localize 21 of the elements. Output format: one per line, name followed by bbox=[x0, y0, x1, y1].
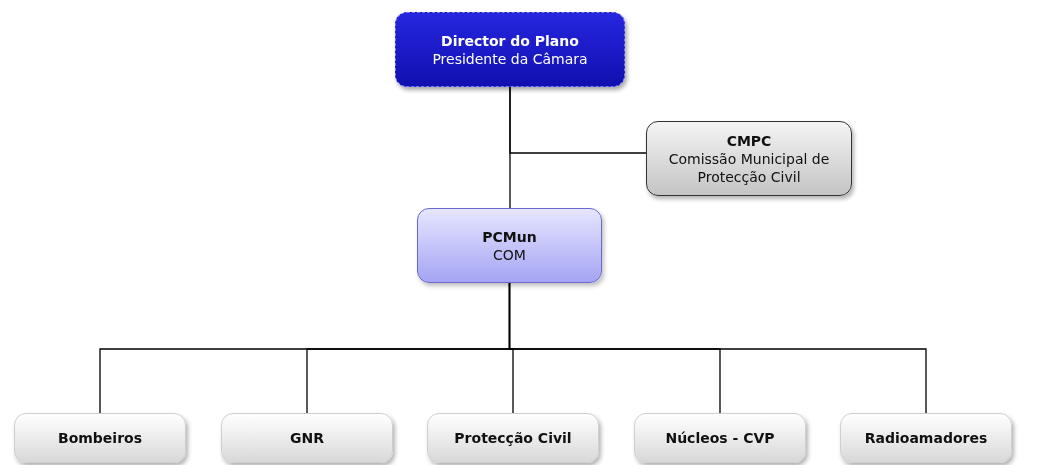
org-box bbox=[417, 208, 602, 283]
connector-line bbox=[508, 282, 927, 414]
org-box bbox=[646, 121, 852, 196]
box-title: Núcleos - CVP bbox=[665, 429, 775, 447]
box-title: Protecção Civil bbox=[454, 429, 572, 447]
org-box bbox=[634, 413, 806, 463]
box-title: PCMun bbox=[482, 227, 537, 246]
box-title: Radioamadores bbox=[864, 429, 988, 447]
box-title: GNR bbox=[290, 429, 324, 447]
org-box bbox=[427, 413, 599, 463]
box-title: Director do Plano bbox=[441, 31, 579, 50]
org-box bbox=[395, 12, 625, 87]
box-subtitle: Comissão Municipal de Protecção Civil bbox=[667, 149, 831, 186]
box-title: Bombeiros bbox=[57, 429, 143, 447]
box-subtitle: COM bbox=[493, 245, 526, 264]
org-box bbox=[14, 413, 186, 463]
connector-line bbox=[509, 86, 647, 154]
box-subtitle: Presidente da Câmara bbox=[432, 49, 588, 68]
org-box bbox=[840, 413, 1012, 463]
org-box bbox=[221, 413, 393, 463]
box-title: CMPC bbox=[726, 131, 772, 150]
